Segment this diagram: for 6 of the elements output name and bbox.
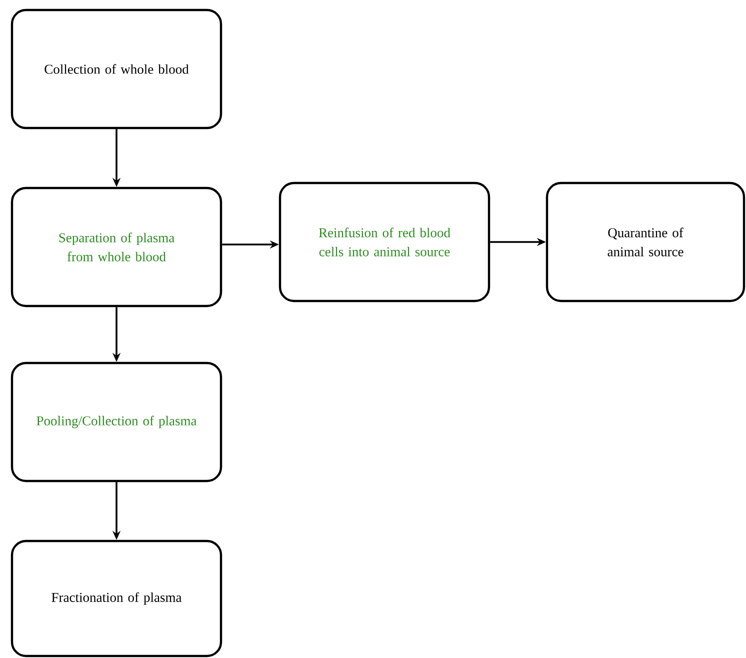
process-box: Reinfusion of red blood cells into animal source <box>278 182 490 302</box>
process-box: Fractionation of plasma <box>10 540 222 658</box>
process-box: Separation of plasma from whole blood <box>10 186 222 308</box>
process-box: Pooling/Collection of plasma <box>10 362 222 482</box>
process-box: Quarantine of animal source <box>546 182 746 302</box>
process-box: Collection of whole blood <box>10 8 222 130</box>
